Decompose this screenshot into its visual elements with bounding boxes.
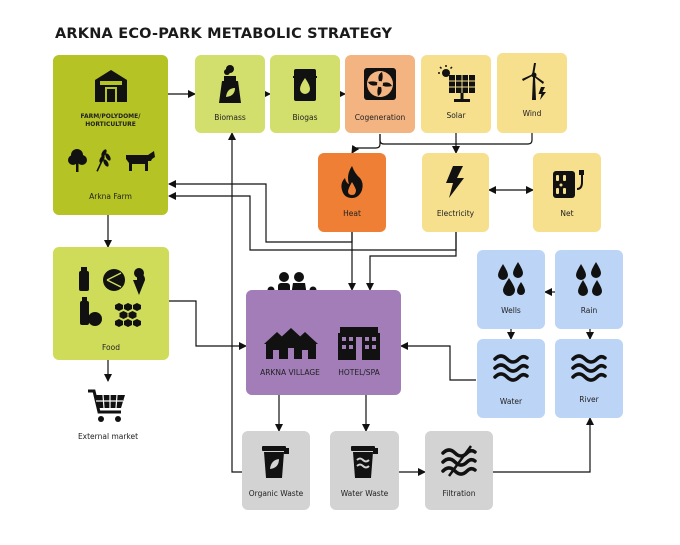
wind-label: Wind	[522, 109, 542, 118]
water-bin-icon	[351, 446, 378, 478]
shopping-cart-icon	[88, 389, 125, 422]
settlement-node: ARKNA VILLAGE HOTEL/SPA	[246, 290, 401, 395]
water-drops-icon	[498, 262, 525, 296]
electricity-node: Electricity	[422, 153, 489, 232]
hotel-building-icon	[338, 327, 380, 360]
cogeneration-node: Cogeneration	[345, 55, 415, 133]
organic-bin-icon	[262, 446, 289, 478]
farm-label: Arkna Farm	[89, 192, 132, 201]
waves-icon	[493, 354, 529, 382]
tree-wheat-cow-icon	[68, 149, 155, 172]
external-market-label: External market	[77, 432, 139, 441]
river-node: River	[555, 339, 623, 418]
power-outlet-icon	[553, 170, 584, 198]
wind-turbine-icon	[522, 63, 546, 100]
water-node: Water	[477, 339, 545, 418]
fan-icon	[364, 68, 396, 100]
wind-node: Wind	[497, 53, 567, 133]
organic-waste-label: Organic Waste	[248, 489, 304, 498]
river-waves-icon	[571, 354, 607, 382]
heat-label: Heat	[343, 209, 361, 218]
solar-node: Solar	[421, 55, 491, 133]
food-label: Food	[102, 343, 120, 352]
river-label: River	[579, 395, 599, 404]
farm-node: FARM/POLYDOME/ HORTICULTURE Arkna Farm	[53, 55, 168, 215]
barrel-icon	[293, 69, 317, 101]
flame-icon	[341, 166, 363, 198]
water-waste-label: Water Waste	[340, 489, 389, 498]
biogas-node: Biogas	[270, 55, 340, 133]
biomass-label: Biomass	[214, 113, 246, 122]
wells-node: Wells	[477, 250, 545, 329]
solar-label: Solar	[446, 111, 466, 120]
village-houses-icon	[264, 328, 318, 359]
farm-subtitle: FARM/POLYDOME/ HORTICULTURE	[80, 113, 141, 128]
solar-panel-icon	[438, 65, 475, 102]
cogeneration-label: Cogeneration	[354, 113, 406, 122]
food-node: Food	[53, 247, 169, 360]
water-label: Water	[499, 397, 523, 406]
filtration-icon	[441, 445, 477, 477]
water-waste-node: Water Waste	[330, 431, 399, 510]
page-title: ARKNA ECO-PARK METABOLIC STRATEGY	[55, 26, 393, 42]
rain-node: Rain	[555, 250, 623, 329]
net-node: Net	[533, 153, 601, 232]
food-icon	[79, 267, 145, 327]
barn-icon	[95, 70, 127, 102]
biogas-label: Biogas	[292, 113, 318, 122]
biomass-icon	[219, 65, 241, 103]
village-label: ARKNA VILLAGE	[260, 368, 320, 377]
hotel-label: HOTEL/SPA	[338, 368, 380, 377]
organic-waste-node: Organic Waste	[242, 431, 310, 510]
net-label: Net	[560, 209, 574, 218]
lightning-icon	[446, 166, 464, 198]
wells-label: Wells	[501, 306, 521, 315]
rain-label: Rain	[580, 306, 598, 315]
rain-drops-icon	[576, 262, 602, 296]
electricity-label: Electricity	[436, 209, 475, 218]
filtration-node: Filtration	[425, 431, 493, 510]
filtration-label: Filtration	[442, 489, 476, 498]
biomass-node: Biomass	[195, 55, 265, 133]
heat-node: Heat	[318, 153, 386, 232]
